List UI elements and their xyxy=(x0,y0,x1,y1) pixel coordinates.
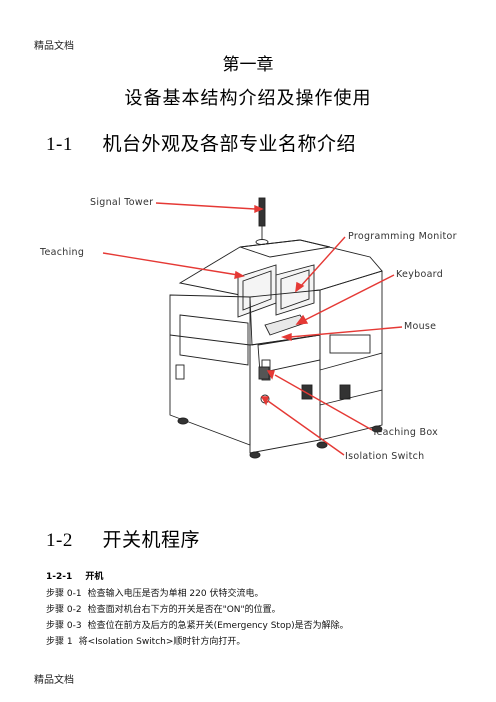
callout-keyboard: Keyboard xyxy=(396,269,444,280)
callout-signal-tower: Signal Tower xyxy=(90,197,154,208)
section-title: 机台外观及各部专业名称介绍 xyxy=(102,133,357,155)
step-label: 步骤 0-1 xyxy=(46,589,82,599)
step-item: 步骤 0-2 检查面对机台右下方的开关是否在"ON"的位置。 xyxy=(46,602,281,615)
step-label: 步骤 0-3 xyxy=(46,621,82,631)
subsection-heading: 1-2-1 开机 xyxy=(46,569,103,582)
step-label: 步骤 0-2 xyxy=(46,605,82,615)
teaching-box-icon xyxy=(258,366,270,380)
section-heading-1-1: 1-1 机台外观及各部专业名称介绍 xyxy=(46,129,356,156)
callout-mouse: Mouse xyxy=(404,321,437,332)
callout-programming-monitor: Programming Monitor xyxy=(348,231,457,242)
machine-illustration xyxy=(102,197,403,459)
machine-figure: Signal Tower Teaching Programming Monito… xyxy=(0,185,496,475)
watermark-top: 精品文档 xyxy=(34,41,74,52)
step-text: 检查面对机台右下方的开关是否在"ON"的位置。 xyxy=(87,605,281,615)
section-number: 1-2 xyxy=(46,530,73,551)
step-item: 步骤 0-3 检查位在前方及后方的急紧开关(Emergency Stop)是否为解… xyxy=(46,618,349,631)
section-heading-1-2: 1-2 开关机程序 xyxy=(46,525,200,552)
step-text: 将<Isolation Switch>顺时针方向打开。 xyxy=(78,637,246,647)
subsection-title: 开机 xyxy=(85,572,104,582)
section-title: 开关机程序 xyxy=(102,529,201,551)
signal-tower-icon xyxy=(258,197,266,227)
chapter-title: 第一章 xyxy=(222,55,274,75)
callout-teaching: Teaching xyxy=(40,247,85,258)
step-text: 检查位在前方及后方的急紧开关(Emergency Stop)是否为解除。 xyxy=(87,621,349,631)
subsection-number: 1-2-1 xyxy=(46,572,73,582)
section-number: 1-1 xyxy=(46,134,73,155)
step-text: 检查输入电压是否为单相 220 伏特交流电。 xyxy=(87,589,264,599)
chapter-subtitle: 设备基本结构介绍及操作使用 xyxy=(124,88,372,109)
step-item: 步骤 0-1 检查输入电压是否为单相 220 伏特交流电。 xyxy=(46,586,263,599)
callout-isolation-switch: Isolation Switch xyxy=(345,451,425,462)
step-item: 步骤 1 将<Isolation Switch>顺时针方向打开。 xyxy=(46,634,245,647)
callout-teaching-box: Teaching Box xyxy=(372,427,439,438)
step-label: 步骤 1 xyxy=(46,637,73,647)
watermark-bottom: 精品文档 xyxy=(34,675,74,686)
